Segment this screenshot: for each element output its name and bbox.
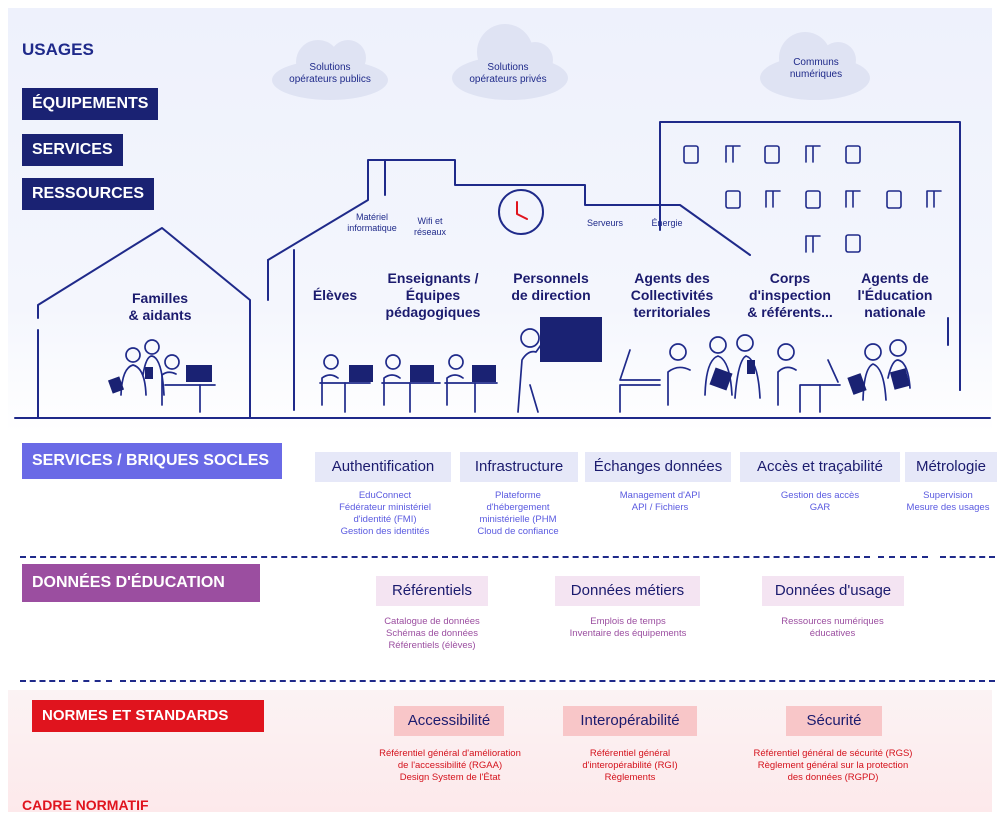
actor-direction: Personnels de direction [511,270,591,303]
office-building-outline [659,121,961,391]
donnees-header-usage: Données d'usage [762,576,904,606]
separator-line [72,680,112,682]
services-label: SERVICES [22,134,123,166]
cloud-communs-icon [760,32,870,100]
donnees-items-usage: Ressources numériques éducatives [781,616,884,639]
service-header-echanges: Échanges données [585,452,731,482]
service-items-authentification: EduConnect Fédérateur ministériel d'iden… [339,490,431,537]
donnees-items-referentiels: Catalogue de données Schémas de données … [384,616,480,651]
normes-header-interoperabilite: Interopérabilité [563,706,697,736]
actor-inspection: Corps d'inspection & référents... [747,270,833,320]
service-items-infrastructure: Plateforme d'hébergement ministérielle (… [477,490,559,537]
service-header-acces: Accès et traçabilité [740,452,900,482]
separator-line [940,556,995,558]
cadre-normatif-label: CADRE NORMATIF [22,797,149,813]
cloud-private-icon [452,24,568,100]
service-items-acces: Gestion des accès GAR [780,490,860,513]
service-header-infrastructure: Infrastructure [460,452,578,482]
separator-line [878,556,928,558]
actor-collectivites: Agents des Collectivités territoriales [630,270,714,320]
actor-eleves: Élèves [312,287,358,303]
cloud-public-icon [272,40,388,100]
separator-line [20,556,870,558]
actor-agents-en: Agents de l'Éducation nationale [857,270,933,320]
clock-icon [498,189,544,235]
normes-items-accessibilite: Référentiel général d'amélioration de l'… [379,748,521,783]
serveurs-label: Serveurs [586,218,623,228]
actor-enseignants: Enseignants / Équipes pédagogiques [385,270,481,320]
service-header-authentification: Authentification [315,452,451,482]
donnees-header-metiers: Données métiers [555,576,700,606]
materiel-label: Matériel informatique [347,212,397,233]
ressources-label: RESSOURCES [22,178,155,210]
usages-title: USAGES [22,40,94,59]
normes-items-securite: Référentiel général de sécurité (RGS) Rè… [753,748,913,783]
cloud-public-label: Solutions opérateurs publics [289,62,371,85]
service-header-metrologie: Métrologie [905,452,997,482]
service-items-echanges: Management d'API API / Fichiers [619,490,701,513]
energie-label: Énergie [651,218,683,228]
normes-header-accessibilite: Accessibilité [394,706,504,736]
school-roof-outline [267,159,751,261]
cloud-private-label: Solutions opérateurs privés [469,62,547,85]
donnees-items-metiers: Emplois de temps Inventaire des équipeme… [569,616,687,639]
services-socles-label: SERVICES / BRIQUES SOCLES [22,443,282,479]
donnees-header-referentiels: Référentiels [376,576,488,606]
equipements-label: ÉQUIPEMENTS [22,88,159,120]
normes-items-interoperabilite: Référentiel général d'interopérabilité (… [582,748,678,783]
cloud-communs-label: Communs numériques [789,57,843,80]
normes-header-securite: Sécurité [786,706,882,736]
wifi-label: Wifi et réseaux [413,216,447,237]
buildings-illustration [14,24,991,419]
separator-line [120,680,995,682]
actor-familles: Familles & aidants [128,290,192,323]
service-items-metrologie: Supervision Mesure des usages [906,490,990,513]
normes-standards-label: NORMES ET STANDARDS [32,700,264,732]
donnees-education-label: DONNÉES D'ÉDUCATION [22,564,260,602]
separator-line [20,680,65,682]
